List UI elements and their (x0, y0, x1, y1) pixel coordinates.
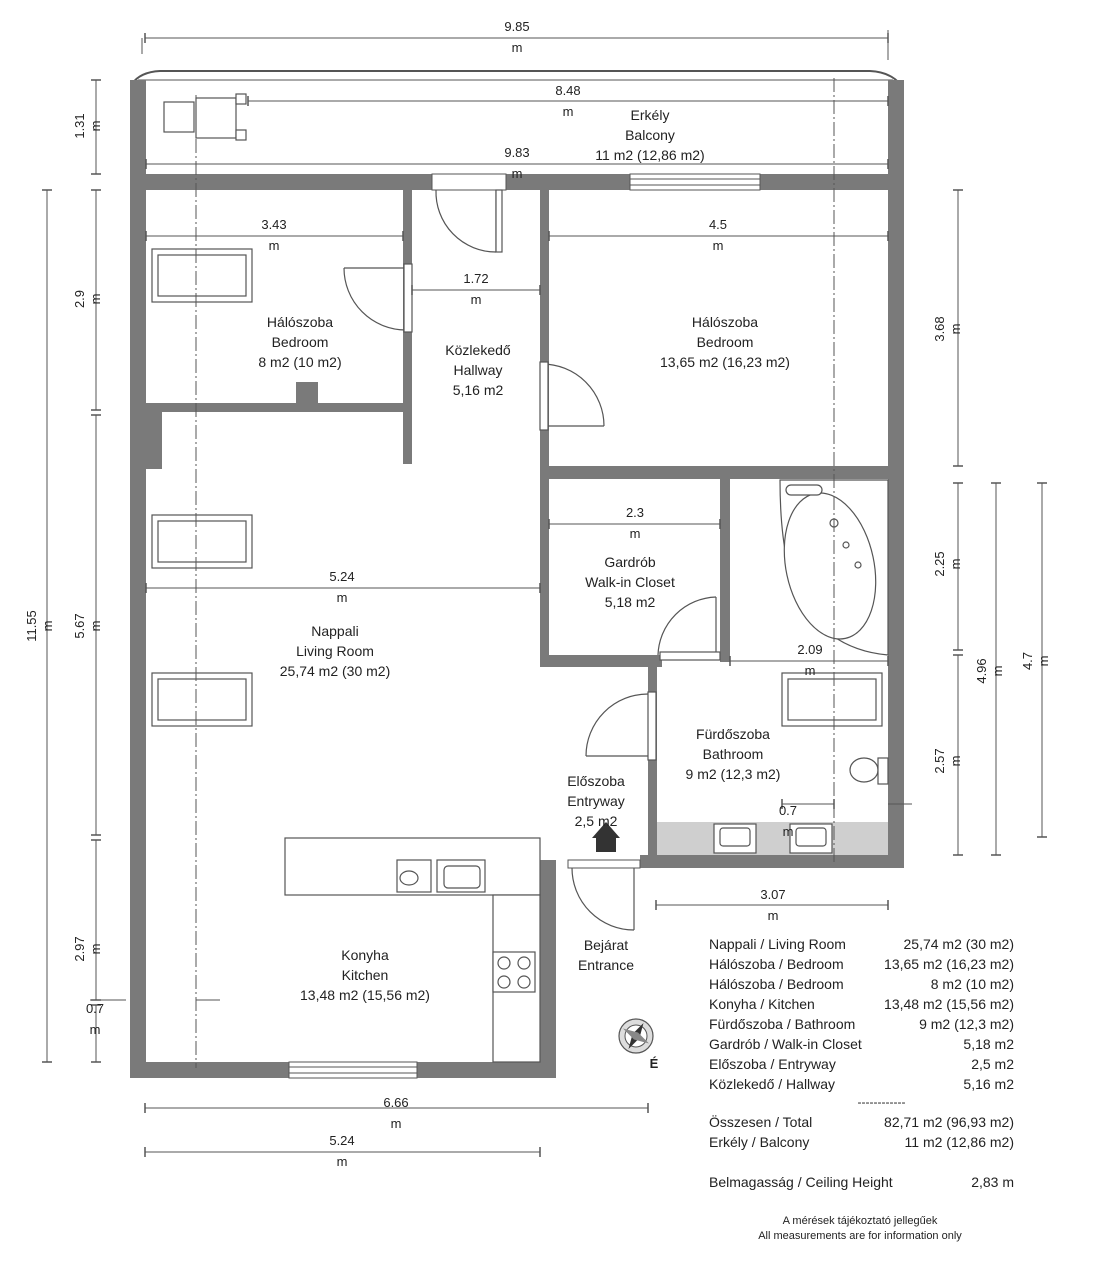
room-label-entryway: Előszoba Entryway 2,5 m2 (567, 773, 625, 829)
bath-fixtures (713, 479, 889, 854)
room-label-living: Nappali Living Room 25,74 m2 (30 m2) (279, 623, 391, 679)
room-label-bedroom-large: Hálószoba Bedroom 13,65 m2 (16,23 m2) (660, 314, 790, 370)
room-label-kitchen: Konyha Kitchen 13,48 m2 (15,56 m2) (300, 947, 430, 1003)
doors (343, 189, 721, 931)
room-label-bathroom: Fürdőszoba Bathroom 9 m2 (12,3 m2) (685, 726, 781, 782)
vanity-counter (657, 822, 888, 855)
compass-icon (618, 1018, 654, 1054)
summary-separator: ------------ (857, 1095, 906, 1109)
room-label-bedroom-small: Hálószoba Bedroom 8 m2 (10 m2) (258, 314, 342, 370)
radiators (151, 248, 883, 727)
room-label-balcony: Erkély Balcony 11 m2 (12,86 m2) (595, 107, 705, 163)
room-label-closet: Gardrób Walk-in Closet 5,18 m2 (585, 554, 675, 610)
dimension-lines (42, 33, 1047, 1157)
room-label-hallway: Közlekedő Hallway 5,16 m2 (445, 342, 511, 398)
compass-north-letter: É (649, 1056, 659, 1071)
room-label-entrance: Bejárat Entrance (577, 937, 635, 973)
ac-unit (163, 93, 247, 141)
balcony-rail (131, 70, 901, 85)
disclaimer-note: A mérések tájékoztató jellegűek All meas… (758, 1215, 962, 1242)
entry-arrow (592, 822, 620, 852)
kitchen-counter (284, 837, 541, 1063)
